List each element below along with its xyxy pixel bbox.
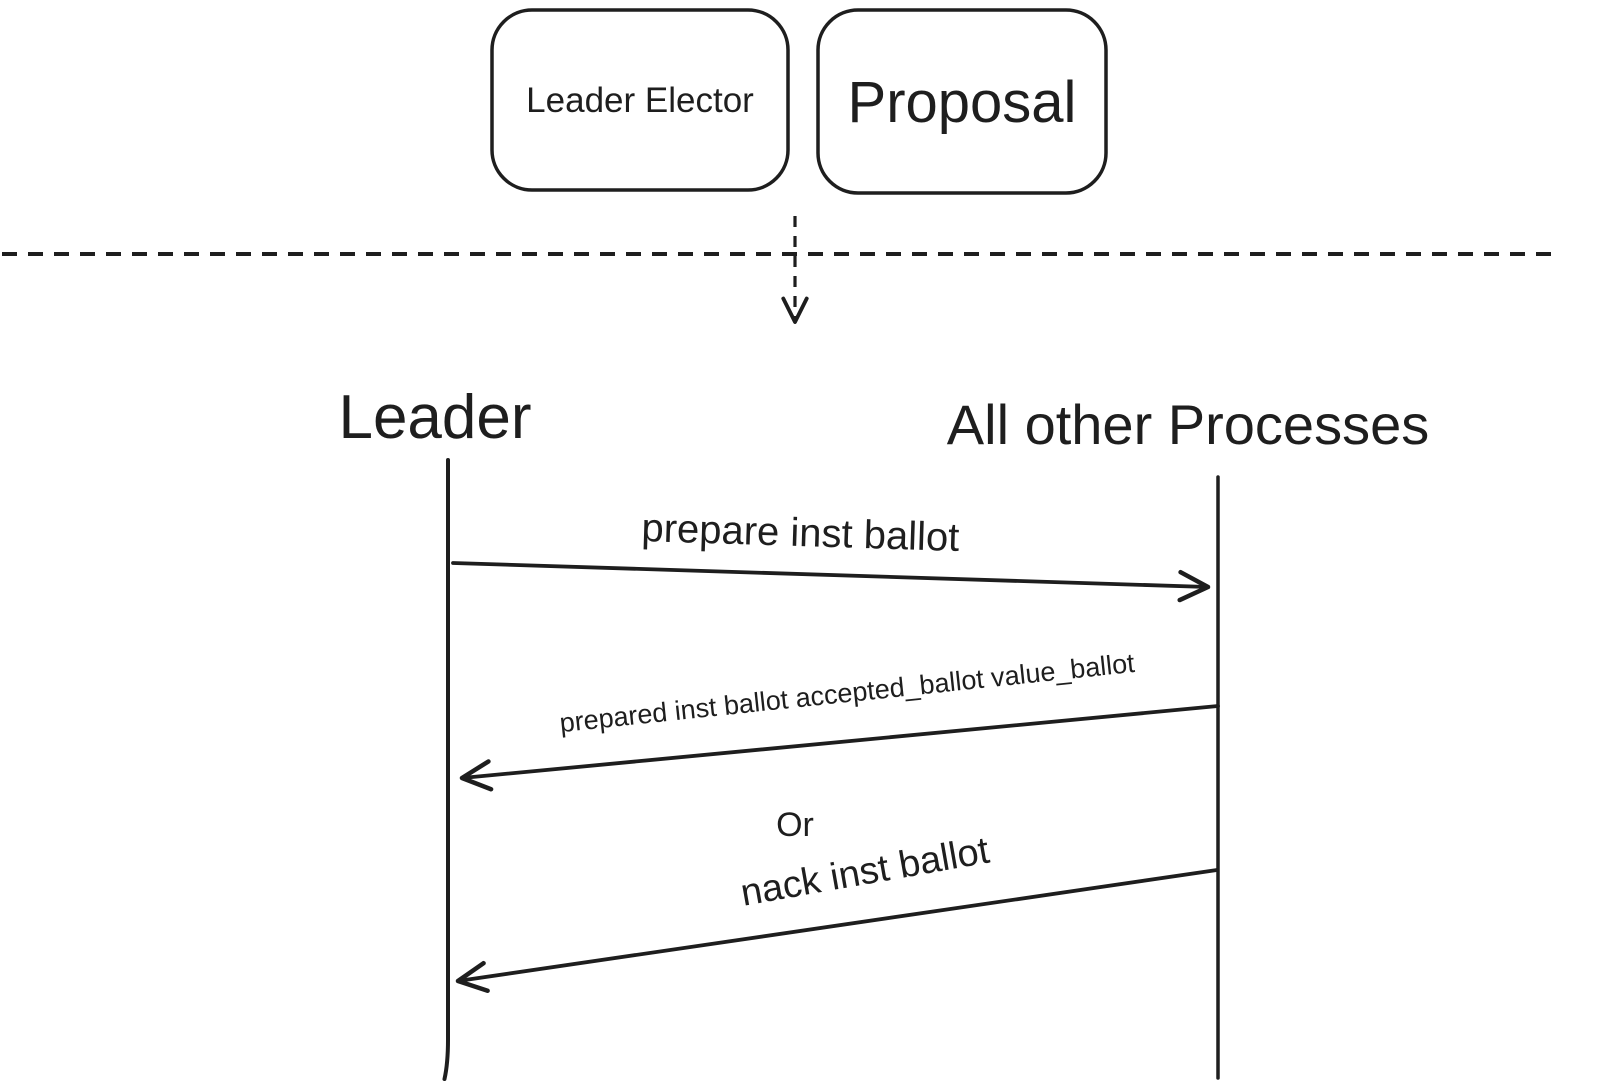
or-label: Or xyxy=(776,806,814,844)
other-processes-lifeline-label: All other Processes xyxy=(947,393,1429,456)
message-arrow-prepare xyxy=(451,561,1211,603)
leader-elector-box xyxy=(490,8,790,192)
leader-lifeline-label: Leader xyxy=(338,383,531,452)
leader-elector-box-label: Leader Elector xyxy=(526,81,754,120)
proposal-box xyxy=(816,8,1108,195)
leader-lifeline xyxy=(442,458,450,1081)
message-arrow-nack xyxy=(455,868,1219,994)
message-label-prepared: prepared inst ballot accepted_ballot val… xyxy=(558,648,1136,738)
proposal-box-label: Proposal xyxy=(848,70,1077,135)
message-arrow-prepared xyxy=(459,704,1220,792)
message-label-prepare: prepare inst ballot xyxy=(641,506,960,560)
